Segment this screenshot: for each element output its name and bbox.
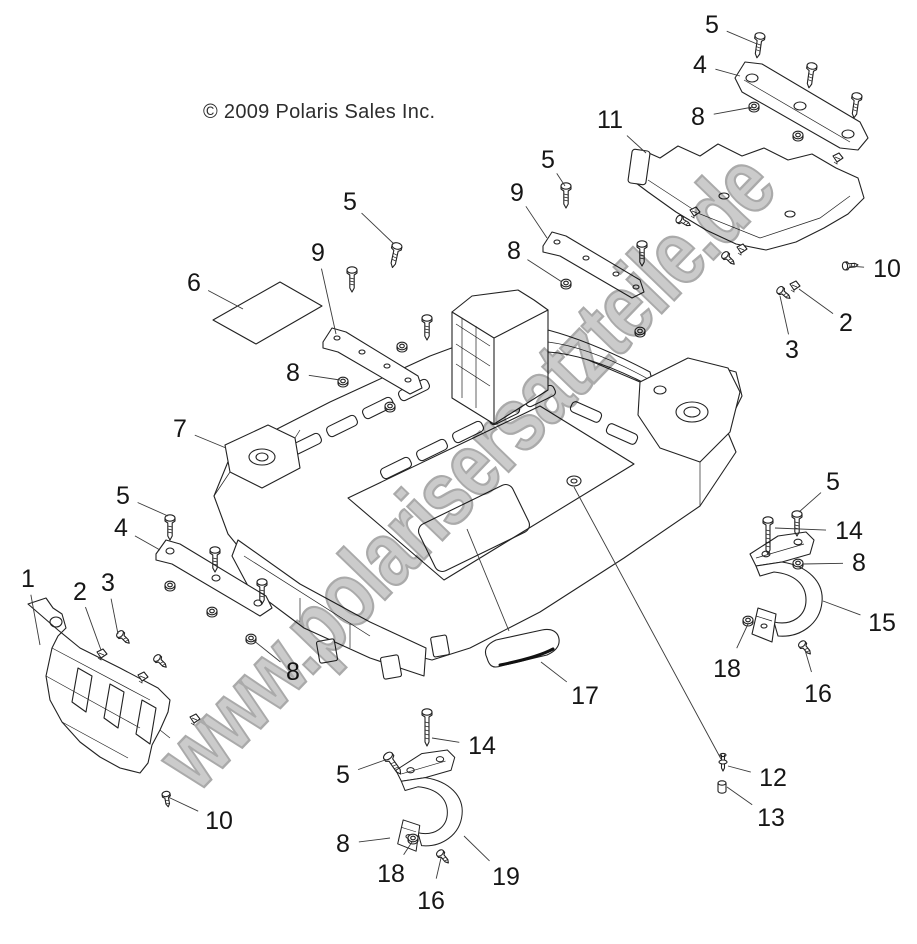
callout-label-8: 8: [852, 549, 866, 577]
callout-label-3: 3: [785, 336, 799, 364]
callout-leader-line: [134, 535, 161, 551]
callout-label-5: 5: [541, 146, 555, 174]
part-bracket-4-upper: [734, 61, 869, 151]
callout-label-5: 5: [343, 188, 357, 216]
callout-leader-line: [525, 206, 548, 239]
callout-leader-line: [403, 841, 413, 856]
callout-label-8: 8: [691, 103, 705, 131]
part-bumper-fascia-1: [27, 597, 171, 774]
callout-leader-line: [308, 374, 341, 381]
callout-leader-line: [252, 639, 281, 663]
callout-label-10: 10: [873, 255, 901, 283]
callout-label-5: 5: [826, 468, 840, 496]
callout-leader-line: [736, 623, 749, 649]
part-rear-panel: [451, 289, 655, 425]
callout-label-1: 1: [21, 565, 35, 593]
callout-leader-line: [715, 68, 741, 77]
callout-leader-line: [802, 562, 844, 565]
callout-leader-line: [713, 106, 754, 115]
callout-label-4: 4: [693, 51, 707, 79]
callout-leader-line: [556, 173, 566, 187]
callout-leader-line: [779, 295, 789, 335]
part-left-corner-7: [213, 424, 301, 497]
callout-leader-line: [726, 786, 753, 806]
callout-leader-line: [194, 434, 227, 449]
callout-label-2: 2: [839, 309, 853, 337]
callout-leader-line: [431, 737, 460, 743]
callout-label-12: 12: [759, 764, 787, 792]
copyright-notice: © 2009 Polaris Sales Inc.: [203, 101, 436, 123]
callout-leader-line: [110, 598, 119, 635]
part-strap-9-upper: [542, 231, 645, 299]
callout-label-8: 8: [286, 359, 300, 387]
callout-leader-line: [804, 649, 812, 673]
part-strap-9-left: [322, 327, 423, 395]
callout-leader-line: [540, 661, 568, 683]
callout-label-7: 7: [173, 415, 187, 443]
callout-label-13: 13: [757, 804, 785, 832]
callout-label-4: 4: [114, 514, 128, 542]
callout-label-3: 3: [101, 569, 115, 597]
callout-leader-line: [321, 268, 337, 335]
part-bushing-13: [717, 780, 727, 794]
part-right-corner-post: [637, 357, 741, 506]
callout-label-9: 9: [311, 239, 325, 267]
part-bracket-4-lower: [155, 539, 273, 617]
callout-label-8: 8: [286, 658, 300, 686]
part-trim-11: [627, 143, 865, 251]
callout-leader-line: [463, 835, 490, 862]
callout-leader-line: [848, 265, 865, 268]
part-support-19: [395, 749, 463, 852]
part-rivet-12: [718, 752, 728, 772]
part-leader-line: [573, 486, 722, 760]
part-pad-17: [484, 628, 560, 668]
callout-label-18: 18: [713, 655, 741, 683]
callout-label-14: 14: [835, 517, 863, 545]
callout-label-15: 15: [868, 609, 896, 637]
part-support-15: [749, 531, 823, 643]
callout-label-16: 16: [417, 887, 445, 915]
callout-leader-line: [85, 606, 102, 651]
part-decal-6: [212, 281, 323, 345]
callout-leader-line: [207, 290, 244, 310]
part-leader-line: [466, 528, 510, 632]
callout-leader-line: [361, 212, 395, 245]
callout-label-16: 16: [804, 680, 832, 708]
callout-leader-line: [626, 135, 647, 154]
callout-label-5: 5: [705, 11, 719, 39]
callout-label-5: 5: [336, 761, 350, 789]
callout-label-8: 8: [336, 830, 350, 858]
callout-leader-line: [798, 288, 834, 314]
callout-leader-line: [726, 30, 758, 45]
callout-label-5: 5: [116, 482, 130, 510]
callout-leader-line: [167, 796, 199, 812]
callout-leader-line: [527, 259, 563, 283]
callout-label-14: 14: [468, 732, 496, 760]
callout-leader-line: [30, 594, 41, 646]
callout-label-19: 19: [492, 863, 520, 891]
callout-label-9: 9: [510, 179, 524, 207]
callout-leader-line: [822, 600, 861, 616]
callout-label-10: 10: [205, 807, 233, 835]
callout-leader-line: [357, 759, 386, 771]
callout-label-2: 2: [73, 578, 87, 606]
callout-label-18: 18: [377, 860, 405, 888]
callout-label-17: 17: [571, 682, 599, 710]
callout-label-6: 6: [187, 269, 201, 297]
callout-leader-line: [798, 492, 822, 513]
callout-leader-line: [774, 527, 827, 531]
callout-leader-line: [727, 765, 751, 773]
callout-leader-line: [435, 857, 442, 879]
callout-leader-line: [137, 502, 169, 517]
callout-leader-line: [358, 837, 391, 843]
callout-label-11: 11: [597, 106, 623, 134]
callout-label-8: 8: [507, 237, 521, 265]
part-floor-pan: [213, 329, 743, 680]
